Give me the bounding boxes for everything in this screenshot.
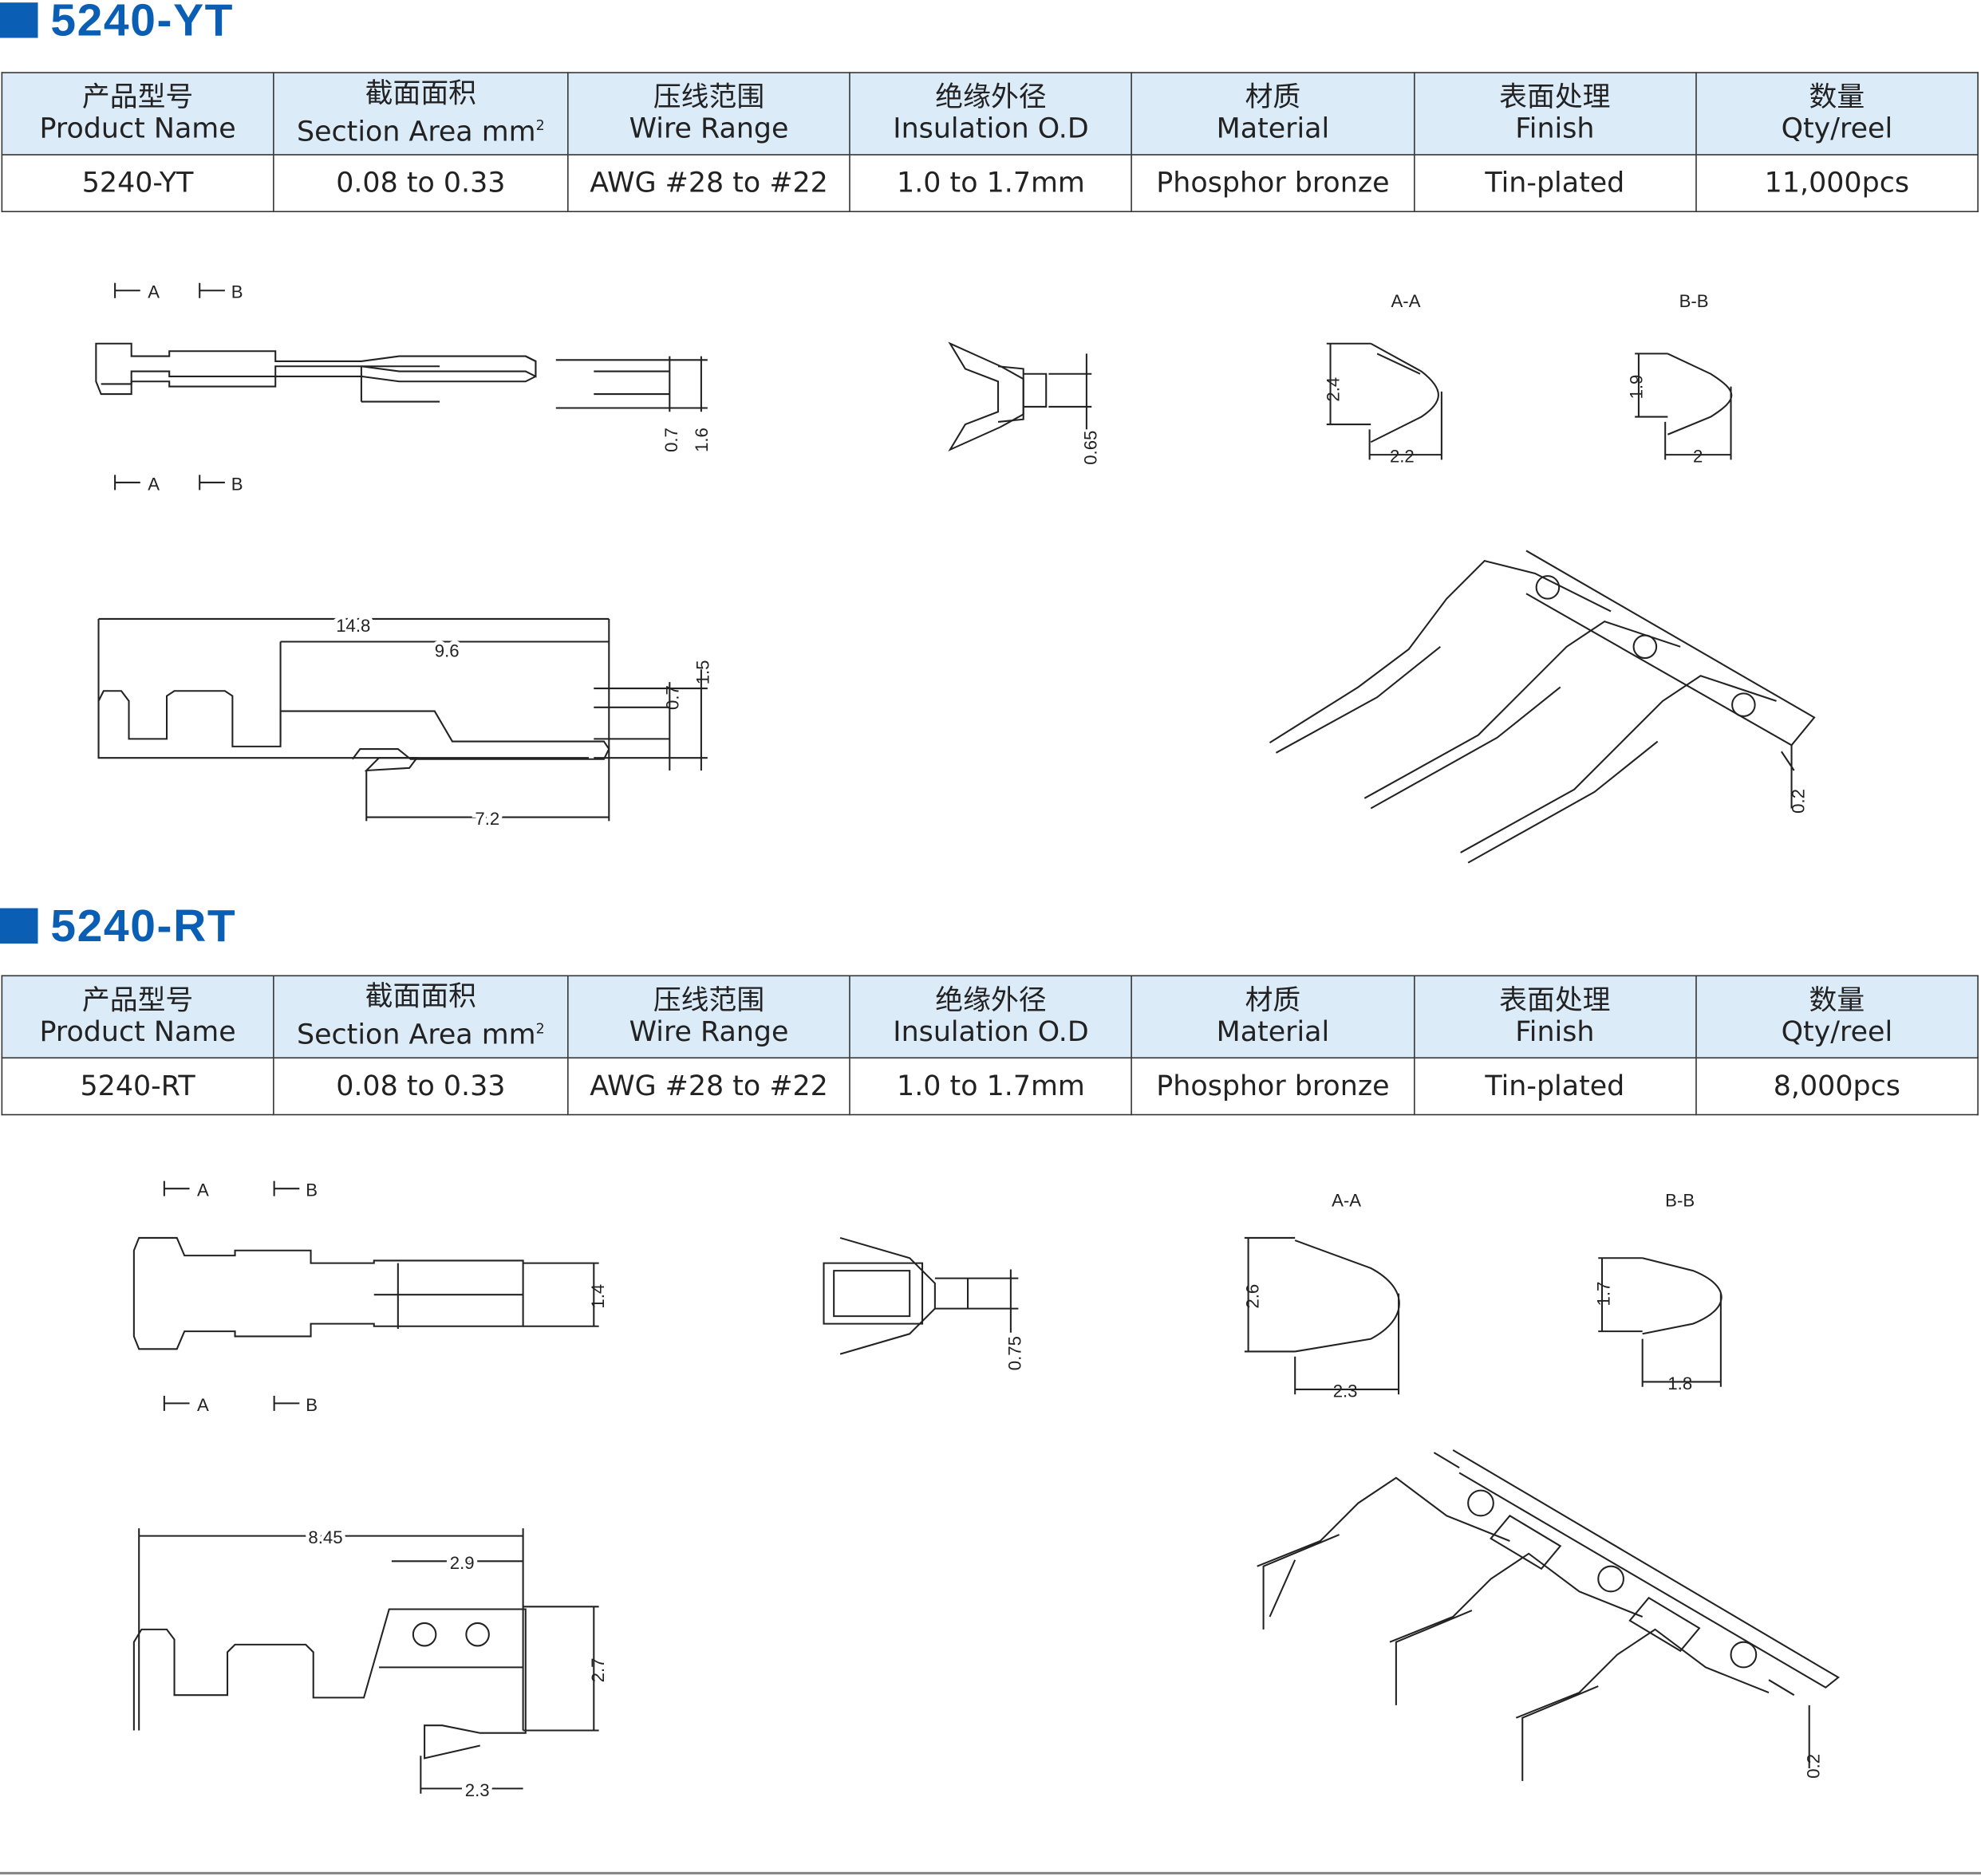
cell-insulation: 1.0 to 1.7mm [849,1057,1133,1116]
svg-text:A-A: A-A [1332,1190,1361,1210]
cell-wire-range: AWG #28 to #22 [567,154,851,213]
cell-material: Phosphor bronze [1131,154,1415,213]
svg-text:B: B [231,282,243,302]
svg-text:1.6: 1.6 [692,428,712,452]
svg-text:0.75: 0.75 [1005,1336,1025,1370]
cell-finish: Tin-plated [1413,1057,1697,1116]
rt-reel-isometric: 0.2 [1257,1449,1840,1781]
svg-text:1.7: 1.7 [1594,1282,1614,1306]
svg-text:A-A: A-A [1391,291,1421,311]
cell-insulation: 1.0 to 1.7mm [849,154,1133,213]
svg-text:14.8: 14.8 [336,616,370,636]
svg-text:2.7: 2.7 [588,1658,608,1683]
svg-text:2.6: 2.6 [1242,1284,1262,1309]
svg-text:B-B: B-B [1679,291,1709,311]
cell-wire-range: AWG #28 to #22 [567,1057,851,1116]
cell-qty: 8,000pcs [1695,1057,1979,1116]
svg-text:1.5: 1.5 [693,660,712,684]
svg-text:A: A [197,1395,209,1415]
yt-side-view: 14.8 9.6 0.7 1.5 7.2 [97,612,712,833]
svg-text:1.4: 1.4 [588,1284,608,1309]
svg-text:2.9: 2.9 [450,1553,475,1573]
svg-text:7.2: 7.2 [475,809,499,829]
section-heading: 5240-YT [50,0,235,46]
svg-text:2.3: 2.3 [465,1780,490,1800]
title-square-icon [0,908,38,944]
cell-area: 0.08 to 0.33 [273,1057,569,1116]
section-title-rt: 5240-RT [0,899,237,952]
bottom-divider [0,1871,1981,1875]
cell-product: 5240-RT [1,1057,274,1116]
svg-text:0.7: 0.7 [661,428,681,452]
yt-front-view: 0.65 [948,341,1101,465]
svg-text:B-B: B-B [1665,1190,1695,1210]
cell-product: 5240-YT [1,154,274,213]
svg-text:1.9: 1.9 [1627,375,1647,400]
svg-text:B: B [306,1395,318,1415]
rt-front-view: 0.75 [823,1236,1025,1370]
svg-text:0.2: 0.2 [1788,789,1808,814]
svg-text:2.4: 2.4 [1324,377,1344,402]
cell-finish: Tin-plated [1413,154,1697,213]
section-heading: 5240-RT [50,899,237,952]
table-row: 5240-YT 0.08 to 0.33 AWG #28 to #22 1.0 … [1,154,1979,213]
svg-text:A: A [148,282,160,302]
svg-text:2.3: 2.3 [1333,1381,1358,1401]
cell-qty: 11,000pcs [1695,154,1979,213]
svg-text:B: B [231,474,243,494]
svg-text:0.65: 0.65 [1081,431,1101,465]
rt-side-view: 8.45 2.9 2.7 2.3 [132,1523,608,1804]
yt-section-aa: A-A 2.4 2.2 B-B 1.9 2 [1324,291,1733,467]
cell-area: 0.08 to 0.33 [273,154,569,213]
svg-text:0.2: 0.2 [1803,1754,1823,1779]
svg-text:A: A [197,1180,209,1200]
svg-text:2: 2 [1693,447,1703,467]
section-title-yt: 5240-YT [0,0,234,45]
rt-top-view: A B A B 1.4 [132,1180,608,1415]
svg-text:1.8: 1.8 [1667,1374,1692,1393]
svg-text:0.7: 0.7 [662,685,682,710]
rt-section-aa: A-A 2.6 2.3 B-B 1.7 1.8 [1242,1190,1723,1401]
yt-reel-isometric: 0.2 [1269,550,1816,864]
table-row: 5240-RT 0.08 to 0.33 AWG #28 to #22 1.0 … [1,1057,1979,1116]
title-square-icon [0,2,38,38]
yt-top-view: A B A B 0.7 1.6 [95,282,712,494]
cell-material: Phosphor bronze [1131,1057,1415,1116]
svg-text:B: B [306,1180,318,1200]
svg-text:8.45: 8.45 [308,1527,342,1547]
svg-text:2.2: 2.2 [1390,447,1415,467]
svg-text:A: A [148,474,160,494]
svg-text:9.6: 9.6 [435,640,460,660]
